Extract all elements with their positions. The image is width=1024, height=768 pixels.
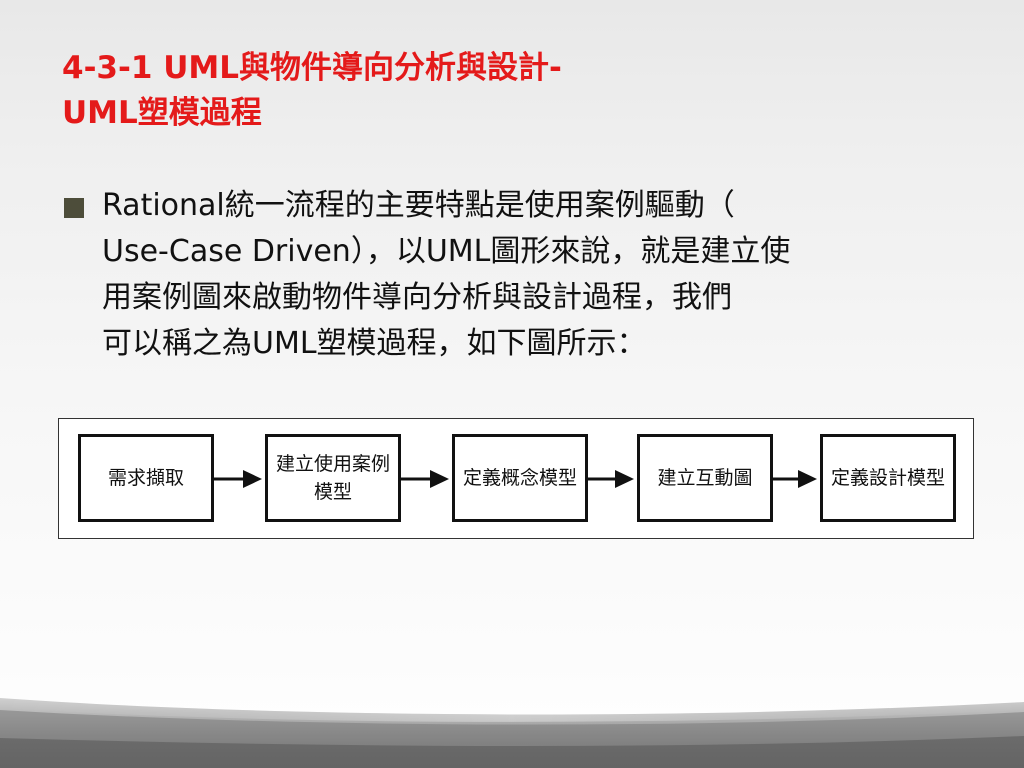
arrowhead-icon	[798, 470, 817, 488]
footer-decoration	[0, 698, 1024, 768]
bullet-line-2: Use-Case Driven），以UML圖形來說，就是建立使	[102, 234, 791, 269]
flow-step-use-case-model: 建立使用案例模型	[265, 434, 401, 522]
slide-title-line-1: 4-3-1 UML與物件導向分析與設計-	[62, 50, 562, 86]
flow-step-concept-model: 定義概念模型	[452, 434, 588, 522]
flow-step-requirements: 需求擷取	[78, 434, 214, 522]
bullet-line-4: 可以稱之為UML塑模過程，如下圖所示：	[102, 326, 647, 361]
slide-title: 4-3-1 UML與物件導向分析與設計- UML塑模過程	[62, 46, 962, 136]
flow-step-design-model: 定義設計模型	[820, 434, 956, 522]
bullet-item: Rational統一流程的主要特點是使用案例驅動（ Use-Case Drive…	[64, 183, 964, 367]
flow-step-interaction-diagram: 建立互動圖	[637, 434, 773, 522]
bullet-line-3: 用案例圖來啟動物件導向分析與設計過程，我們	[102, 280, 732, 315]
bullet-text: Rational統一流程的主要特點是使用案例驅動（ Use-Case Drive…	[102, 183, 964, 367]
arrowhead-icon	[243, 470, 262, 488]
slide-title-line-2: UML塑模過程	[62, 95, 262, 131]
arrowhead-icon	[430, 470, 449, 488]
arrowhead-icon	[615, 470, 634, 488]
square-bullet-icon	[64, 198, 84, 218]
bullet-line-1: Rational統一流程的主要特點是使用案例驅動（	[102, 188, 735, 223]
